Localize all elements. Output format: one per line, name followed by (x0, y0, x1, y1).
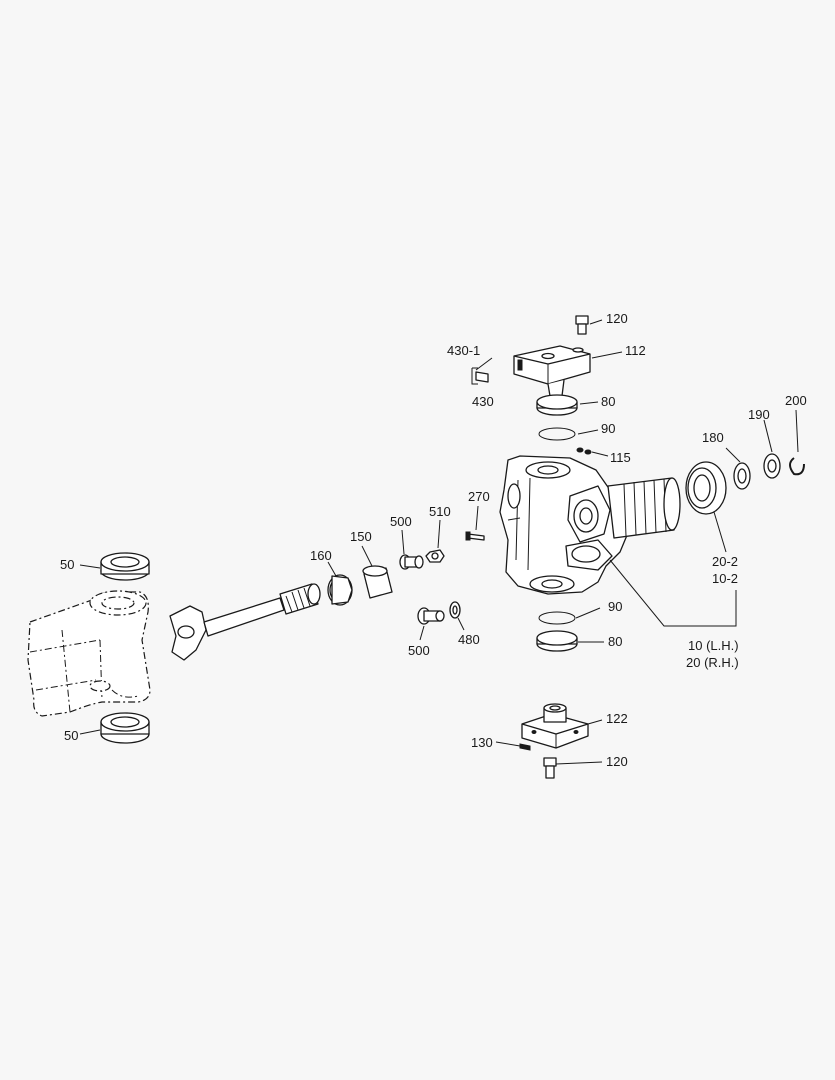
label-130: 130 (471, 735, 493, 750)
steering-knuckle (499, 455, 681, 595)
label-200: 200 (785, 393, 807, 408)
bearing-80-top (536, 394, 578, 416)
bolt-500-bottom (417, 607, 445, 625)
washer-190 (763, 453, 781, 479)
label-150: 150 (350, 529, 372, 544)
label-115: 115 (610, 450, 631, 465)
label-10-2: 10-2 (712, 571, 738, 586)
cap-112 (513, 345, 591, 397)
label-90-bottom: 90 (608, 599, 622, 614)
part-labels: 120 112 430-1 430 80 90 115 200 190 180 … (60, 311, 807, 769)
label-80-bottom: 80 (608, 634, 622, 649)
label-500-top: 500 (390, 514, 412, 529)
label-112: 112 (625, 343, 646, 358)
bushing-160 (327, 574, 353, 606)
label-160: 160 (310, 548, 332, 563)
drive-shaft (169, 583, 321, 661)
bearing-50-bottom (100, 712, 150, 744)
pin-130 (519, 743, 531, 751)
bolt-120-top (575, 315, 589, 335)
label-50-bottom: 50 (64, 728, 78, 743)
bolt-500-top (399, 554, 424, 570)
label-20-rh: 20 (R.H.) (686, 655, 739, 670)
washer-180 (733, 462, 751, 490)
label-90-top: 90 (601, 421, 615, 436)
sleeve-150 (362, 565, 393, 599)
label-430: 430 (472, 394, 494, 409)
label-10-lh: 10 (L.H.) (688, 638, 739, 653)
fitting-430-1 (471, 367, 489, 385)
cap-122 (521, 703, 589, 749)
axle-housing-phantom (27, 590, 151, 717)
screw-270 (465, 531, 485, 541)
label-430-1: 430-1 (447, 343, 480, 358)
snap-ring-200 (789, 457, 805, 476)
oring-90-top (538, 427, 576, 441)
label-190: 190 (748, 407, 770, 422)
label-270: 270 (468, 489, 490, 504)
hub-180 (685, 461, 727, 515)
washer-480 (449, 601, 461, 619)
label-500-bottom: 500 (408, 643, 430, 658)
label-120-top: 120 (606, 311, 628, 326)
label-480: 480 (458, 632, 480, 647)
label-50-top: 50 (60, 557, 74, 572)
label-120-bottom: 120 (606, 754, 628, 769)
bearing-50-top (100, 552, 150, 581)
label-122: 122 (606, 711, 628, 726)
pin-115 (576, 447, 592, 455)
bolt-120-bottom (543, 757, 557, 779)
oring-90-bottom (538, 611, 576, 625)
leader-lines (79, 319, 799, 765)
nut-510 (425, 549, 445, 563)
bearing-80-bottom (536, 630, 578, 652)
label-180: 180 (702, 430, 724, 445)
label-20-2: 20-2 (712, 554, 738, 569)
label-80-top: 80 (601, 394, 615, 409)
label-510: 510 (429, 504, 451, 519)
